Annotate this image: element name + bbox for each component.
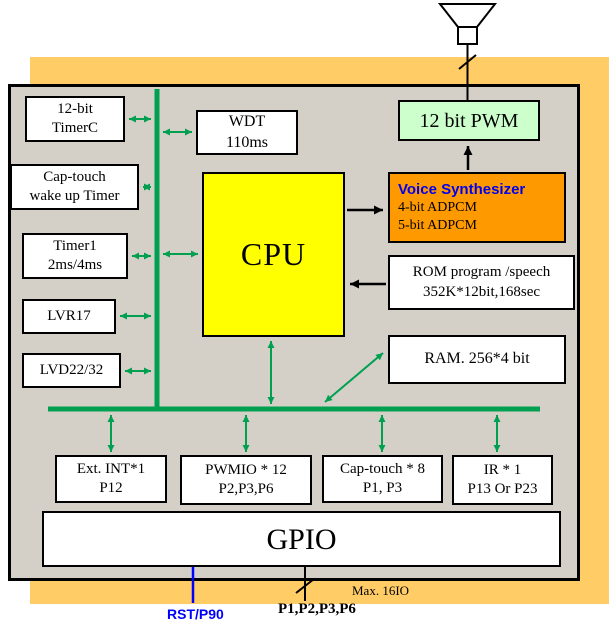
module-12bit-timerc: 12-bit TimerC xyxy=(25,96,125,142)
module-label: CPU xyxy=(240,235,307,272)
module-cpu: CPU xyxy=(202,172,345,337)
module-label-line: P13 Or P23 xyxy=(467,481,538,497)
module-label-line: WDT xyxy=(228,112,266,130)
arrow-ram-hbus xyxy=(324,352,384,403)
module-label-line: P12 xyxy=(99,480,123,496)
module-label-line: LVR17 xyxy=(47,307,91,324)
module-label: 12 bit PWM xyxy=(419,109,519,132)
module-label-line: 352K*12bit,168sec xyxy=(422,283,541,300)
max-io-label: Max. 16IO xyxy=(352,583,410,598)
module-ir: IR * 1 P13 Or P23 xyxy=(452,455,553,505)
module-lvd22-32: LVD22/32 xyxy=(22,353,121,388)
rst-pin-label: RST/P90 xyxy=(167,606,224,622)
module-label-line: LVD22/32 xyxy=(39,361,104,378)
module-label-line: 4-bit ADPCM xyxy=(398,200,477,216)
module-lvr17: LVR17 xyxy=(22,299,116,334)
gpio-port-slash xyxy=(295,578,315,594)
module-label: RAM. 256*4 bit xyxy=(424,350,530,368)
module-label-line: PWMIO * 12 xyxy=(205,461,287,478)
module-ram: RAM. 256*4 bit xyxy=(388,335,566,384)
module-label-line: ROM program /speech xyxy=(412,264,551,280)
module-rom: ROM program /speech 352K*12bit,168sec xyxy=(388,255,575,310)
module-label-line: P1, P3 xyxy=(362,480,403,496)
module-wdt: WDT 110ms xyxy=(196,110,298,155)
module-timer1: Timer1 2ms/4ms xyxy=(22,233,128,279)
voice-synth-title: Voice Synthesizer xyxy=(398,180,526,198)
gpio-ports-label: P1,P2,P3,P6 xyxy=(278,601,356,617)
module-captouch: Cap-touch * 8 P1, P3 xyxy=(322,455,443,503)
module-label-line: 5-bit ADPCM xyxy=(398,218,477,234)
module-label-line: TimerC xyxy=(51,120,99,136)
bus-arrows xyxy=(107,115,501,452)
module-label-line: Cap-touch xyxy=(43,168,106,185)
module-captouch-wakeup-timer: Cap-touch wake up Timer xyxy=(10,164,139,210)
module-label-line: 2ms/4ms xyxy=(47,257,103,273)
module-label-line: Timer1 xyxy=(53,237,97,254)
speaker-icon xyxy=(437,3,498,45)
module-ext-int: Ext. INT*1 P12 xyxy=(55,455,167,503)
module-label-line: IR * 1 xyxy=(483,461,522,478)
module-12bit-pwm: 12 bit PWM xyxy=(398,100,540,141)
module-gpio: GPIO xyxy=(42,511,561,567)
module-label: GPIO xyxy=(266,522,337,556)
module-label-line: 110ms xyxy=(225,133,269,151)
speaker-wire-slash xyxy=(458,54,477,70)
module-label-line: P2,P3,P6 xyxy=(218,481,274,497)
module-label-line: Ext. INT*1 xyxy=(76,460,146,477)
module-label-line: 12-bit xyxy=(57,100,93,117)
module-pwmio: PWMIO * 12 P2,P3,P6 xyxy=(180,455,312,505)
module-label-line: Cap-touch * 8 xyxy=(340,460,425,477)
module-label-line: wake up Timer xyxy=(29,188,120,204)
module-voice-synthesizer: Voice Synthesizer 4-bit ADPCM 5-bit ADPC… xyxy=(388,172,566,243)
